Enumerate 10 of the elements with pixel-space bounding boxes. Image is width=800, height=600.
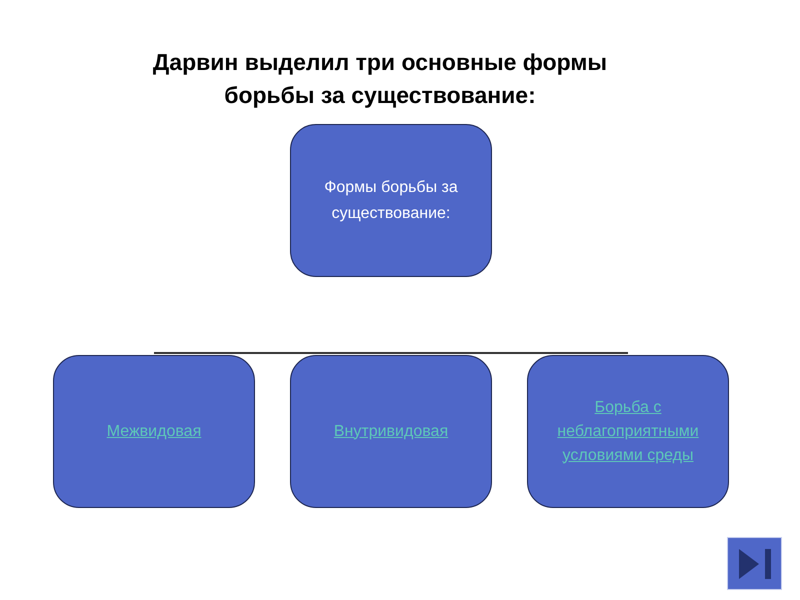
rounded-box [290,124,492,277]
rounded-box [527,355,729,508]
title: Дарвин выделил три основные формы борьбы за существование: [152,48,608,110]
link-text: Внутривидовая [334,422,448,442]
rounded-box [290,355,492,508]
rounded-box [53,355,255,508]
box-text: Формы борьбы за существование: [323,178,459,224]
connector-line [154,352,628,354]
link-text: Борьба с неблагоприятными условиями среды [556,398,700,466]
link-text: Межвидовая [106,422,202,442]
